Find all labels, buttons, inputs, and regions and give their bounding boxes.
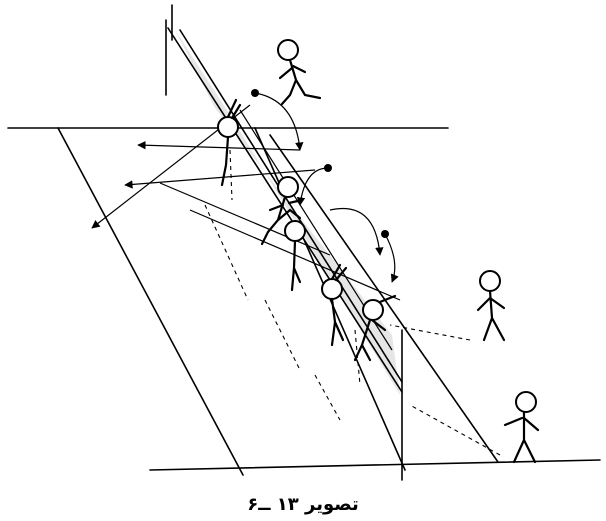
player-center-low [284, 220, 306, 292]
player-blocker-right [321, 263, 348, 347]
attack-arrow-2 [124, 169, 316, 189]
volleyball-block-diagram [7, 4, 601, 481]
player-right-approach [476, 270, 506, 342]
ball-arc-1 [254, 92, 304, 151]
move-path-3 [264, 299, 301, 371]
movement-paths [204, 149, 501, 456]
net [165, 4, 403, 481]
player-top-approach [277, 39, 322, 106]
move-path-5 [389, 324, 471, 341]
player-net-right [353, 294, 397, 362]
move-path-2 [204, 204, 249, 301]
player-center-jumping [260, 176, 304, 246]
attack-line-right [269, 134, 499, 463]
ball-arc-3 [329, 208, 384, 256]
ball-2 [324, 164, 332, 172]
move-path-6 [409, 404, 501, 456]
player-bottom-right [503, 391, 540, 464]
move-path-7 [354, 329, 361, 386]
move-path-1 [229, 149, 233, 201]
player-blocker-left [217, 98, 242, 187]
ball-1 [251, 89, 259, 97]
net-bottom-band [179, 29, 403, 383]
ball-arc-4 [384, 233, 399, 283]
ball-trajectories [251, 89, 399, 283]
side-line-left [57, 127, 244, 476]
net-top-band [167, 27, 403, 393]
attack-arrow-1 [137, 141, 301, 151]
figure-caption: تصویر ۱۳ ــ۶ [247, 494, 359, 515]
attack-line-4 [159, 182, 331, 256]
back-line-bottom [149, 459, 601, 471]
move-path-4 [314, 374, 341, 421]
